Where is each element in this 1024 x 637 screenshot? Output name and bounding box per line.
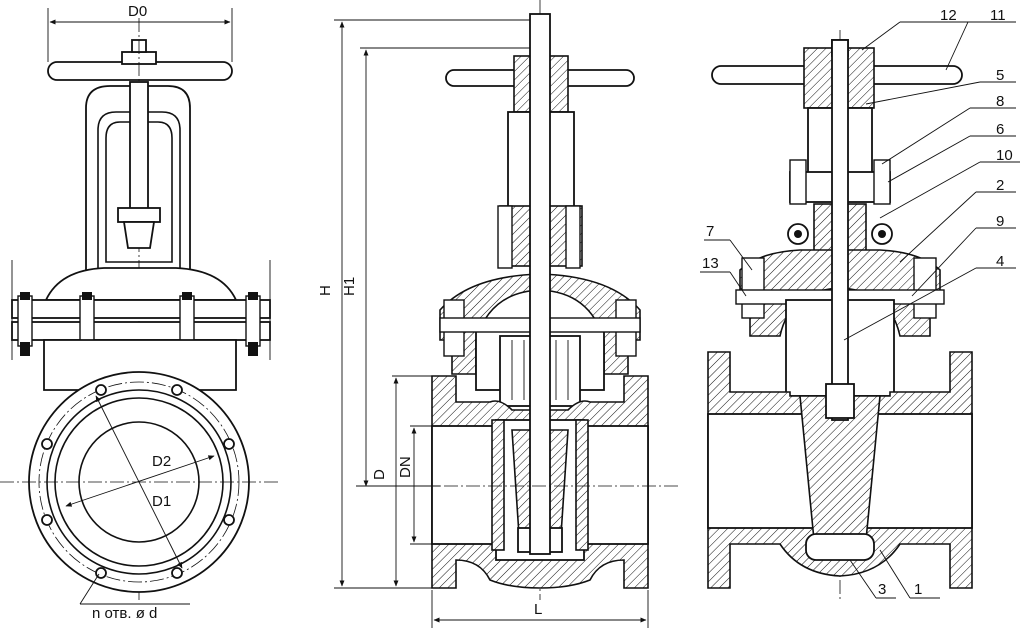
part-5: 5 xyxy=(996,67,1004,84)
part-13: 13 xyxy=(702,255,719,272)
middle-view: H H1 D DN L xyxy=(317,0,680,628)
part-9: 9 xyxy=(996,213,1004,230)
part-11: 11 xyxy=(990,7,1006,24)
dim-d: D xyxy=(371,469,388,480)
part-8: 8 xyxy=(996,93,1004,110)
bolt-holes-left xyxy=(41,384,235,579)
dim-h1: H1 xyxy=(341,277,358,296)
part-3: 3 xyxy=(878,581,886,598)
right-view: 12 11 5 8 6 10 2 9 4 7 13 3 1 xyxy=(700,7,1020,600)
dim-d0: D0 xyxy=(128,3,147,20)
part-2: 2 xyxy=(996,177,1004,194)
dim-h: H xyxy=(317,285,334,296)
part-6: 6 xyxy=(996,121,1004,138)
dim-d1: D1 xyxy=(152,493,171,510)
part-7: 7 xyxy=(706,223,714,240)
left-view: D2 D1 n отв. ø d D0 xyxy=(0,3,280,622)
part-12: 12 xyxy=(940,7,957,24)
part-10: 10 xyxy=(996,147,1013,164)
dim-d2: D2 xyxy=(152,453,171,470)
part-1: 1 xyxy=(914,581,922,598)
dim-l: L xyxy=(534,601,542,618)
dim-holes: n отв. ø d xyxy=(92,605,157,622)
dim-dn: DN xyxy=(397,456,414,478)
part-4: 4 xyxy=(996,253,1004,270)
